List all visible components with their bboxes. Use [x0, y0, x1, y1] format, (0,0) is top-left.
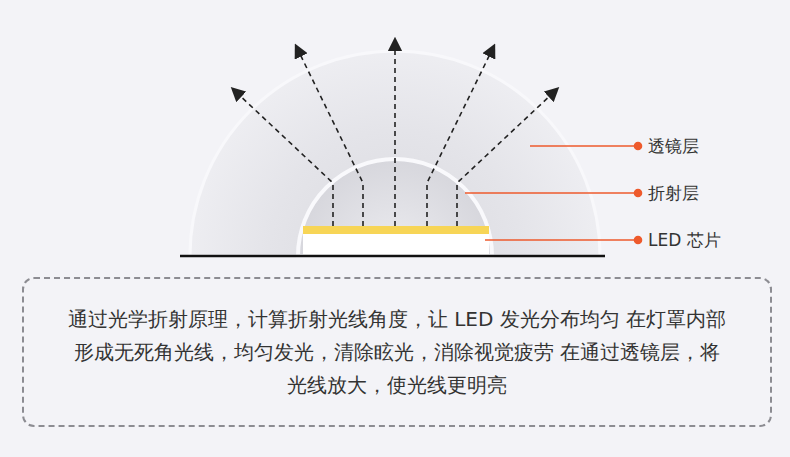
- leader-lines: [465, 143, 642, 244]
- description-text: 通过光学折射原理，计算折射光线角度，让 LED 发光分布均匀 在灯罩内部形成无死…: [67, 303, 727, 402]
- chip-base: [303, 234, 489, 255]
- base-line: [180, 255, 605, 258]
- description-box: 通过光学折射原理，计算折射光线角度，让 LED 发光分布均匀 在灯罩内部形成无死…: [22, 277, 772, 427]
- part-label: 透镜层: [648, 135, 699, 158]
- part-label: 折射层: [648, 182, 699, 205]
- part-label: LED 芯片: [648, 229, 721, 252]
- led-chip: [303, 226, 489, 234]
- light-rays: [236, 44, 554, 226]
